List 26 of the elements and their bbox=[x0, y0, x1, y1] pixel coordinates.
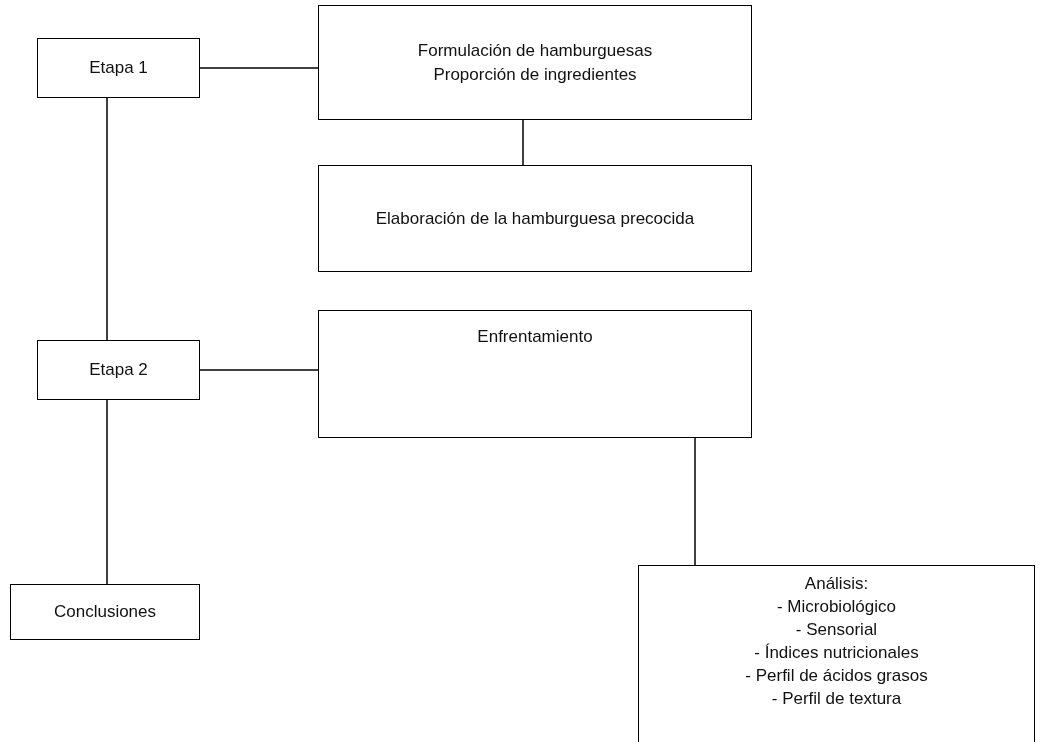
node-text: Conclusiones bbox=[53, 601, 157, 623]
node-text: Proporción de ingredientes bbox=[433, 63, 637, 86]
node-text: - Perfil de ácidos grasos bbox=[745, 665, 928, 687]
process-box bbox=[318, 5, 752, 120]
connector-line bbox=[522, 119, 524, 166]
node-text: - Sensorial bbox=[795, 619, 878, 641]
node-text: Etapa 2 bbox=[89, 359, 148, 381]
node-text: - Microbiológico bbox=[776, 596, 896, 618]
connector-line bbox=[106, 399, 108, 585]
connector-line bbox=[694, 437, 696, 566]
stage-box bbox=[37, 38, 200, 98]
process-box bbox=[318, 165, 752, 272]
node-text: Formulación de hamburguesas bbox=[417, 39, 653, 62]
node-text: Enfrentamiento bbox=[477, 326, 593, 348]
connector-line bbox=[199, 369, 319, 371]
analysis-box bbox=[638, 565, 1035, 742]
process-box bbox=[318, 310, 752, 438]
node-text: - Perfil de textura bbox=[771, 688, 902, 710]
process-box bbox=[10, 584, 200, 640]
connector-line bbox=[199, 67, 319, 69]
node-text: Elaboración de la hamburguesa precocida bbox=[375, 207, 695, 230]
node-text: - Índices nutricionales bbox=[754, 642, 919, 664]
node-text: Etapa 1 bbox=[89, 57, 148, 79]
node-text: Análisis: bbox=[804, 573, 869, 595]
stage-box bbox=[37, 340, 200, 400]
connector-line bbox=[106, 97, 108, 341]
